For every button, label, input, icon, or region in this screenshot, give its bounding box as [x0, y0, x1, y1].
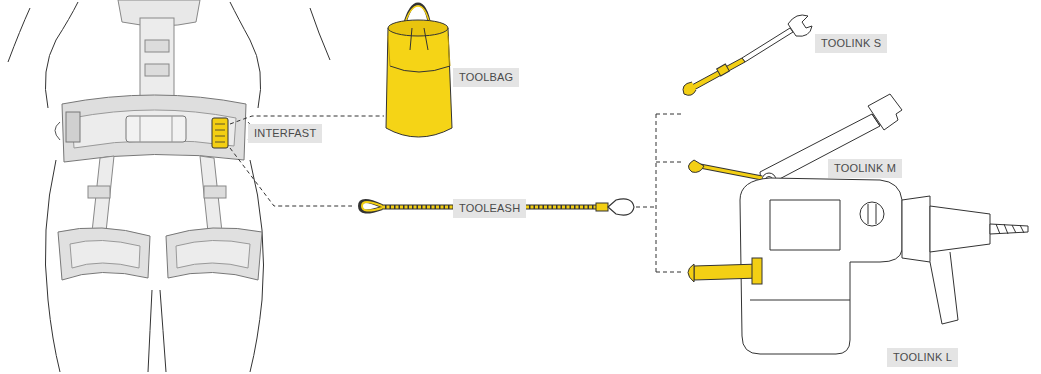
interfast-device: [212, 118, 228, 148]
drill-illustration: [770, 200, 840, 250]
harness-figure: [145, 64, 169, 76]
drill-illustration: [990, 224, 1028, 234]
wrench-illustration: [700, 166, 762, 178]
wrench-illustration: [872, 114, 880, 126]
leader-line: [656, 114, 657, 272]
harness-figure: [310, 8, 330, 60]
harness-figure: [140, 18, 174, 100]
harness-figure: [8, 8, 30, 62]
part-label: TOOLBAG: [453, 68, 519, 87]
harness-figure: [45, 2, 78, 108]
part-name: TOOLEASH: [459, 202, 520, 215]
drill-illustration: [688, 264, 694, 282]
harness-figure: [140, 116, 172, 142]
drill-illustration: [860, 202, 884, 226]
leader-line: [230, 148, 352, 206]
wrench-illustration: [688, 94, 902, 187]
toolbag-illustration: [388, 20, 448, 36]
tooleash-illustration: [596, 203, 608, 211]
part-name: TOOLINK S: [821, 37, 881, 50]
harness-figure: [88, 186, 110, 198]
toolbag-illustration: [410, 28, 428, 50]
drill-illustration: [930, 206, 990, 252]
spanner-illustration: [683, 82, 696, 95]
wrench-illustration: [688, 160, 704, 172]
wrench-illustration: [700, 166, 762, 178]
drill-illustration: [902, 196, 930, 262]
drill-illustration: [750, 300, 850, 301]
part-label: INTERFAST: [248, 124, 322, 143]
leader-line: [230, 116, 384, 124]
harness-figure: [148, 290, 152, 372]
harness-figure: [72, 110, 236, 148]
harness-figure: [58, 228, 150, 280]
spanner-illustration: [683, 15, 812, 95]
drill-illustration: [868, 204, 876, 224]
part-label: TOOLINK S: [815, 34, 887, 53]
spanner-illustration: [742, 28, 793, 62]
tooleash-illustration: [608, 199, 634, 215]
tooleash-illustration: [360, 201, 382, 212]
part-name: TOOLINK L: [893, 351, 952, 364]
part-name: TOOLBAG: [459, 71, 513, 84]
harness-figure: [8, 0, 330, 372]
part-label: TOOLINK M: [828, 159, 902, 178]
leader-line: [656, 114, 682, 115]
part-name: TOOLINK M: [834, 162, 896, 175]
toolbag-illustration: [386, 22, 452, 137]
drill-illustration: [996, 224, 1024, 234]
interfast-device: [212, 118, 228, 148]
harness-figure: [204, 186, 226, 198]
harness-figure: [160, 290, 166, 372]
harness-figure: [230, 2, 261, 108]
harness-figure: [166, 228, 262, 280]
drill-illustration: [930, 252, 958, 324]
leader-line: [230, 114, 682, 272]
harness-figure: [45, 160, 60, 372]
harness-figure: [55, 122, 60, 140]
spanner-illustration: [717, 64, 730, 76]
drill-illustration: [694, 264, 760, 280]
harness-figure: [70, 240, 140, 268]
toolbag-illustration: [388, 36, 450, 66]
toolbag-illustration: [386, 4, 452, 137]
leader-line: [656, 272, 682, 273]
leader-line: [636, 207, 656, 208]
drill-illustration: [740, 178, 902, 354]
leader-line: [656, 162, 682, 163]
part-name: INTERFAST: [254, 127, 316, 140]
toolbag-illustration: [390, 66, 450, 72]
drill-illustration: [688, 178, 1028, 354]
harness-figure: [66, 112, 80, 142]
harness-figure: [145, 40, 169, 52]
interfast-device: [215, 124, 225, 142]
tooleash-illustration: [362, 202, 382, 211]
spanner-illustration: [788, 15, 812, 36]
wrench-illustration: [868, 94, 902, 130]
spanner-illustration: [690, 58, 745, 90]
drill-illustration: [752, 258, 762, 284]
harness-figure: [62, 95, 246, 162]
part-label: TOOLINK L: [887, 348, 958, 367]
part-label: TOOLEASH: [453, 199, 526, 218]
harness-figure: [126, 116, 186, 142]
harness-figure: [176, 240, 250, 268]
